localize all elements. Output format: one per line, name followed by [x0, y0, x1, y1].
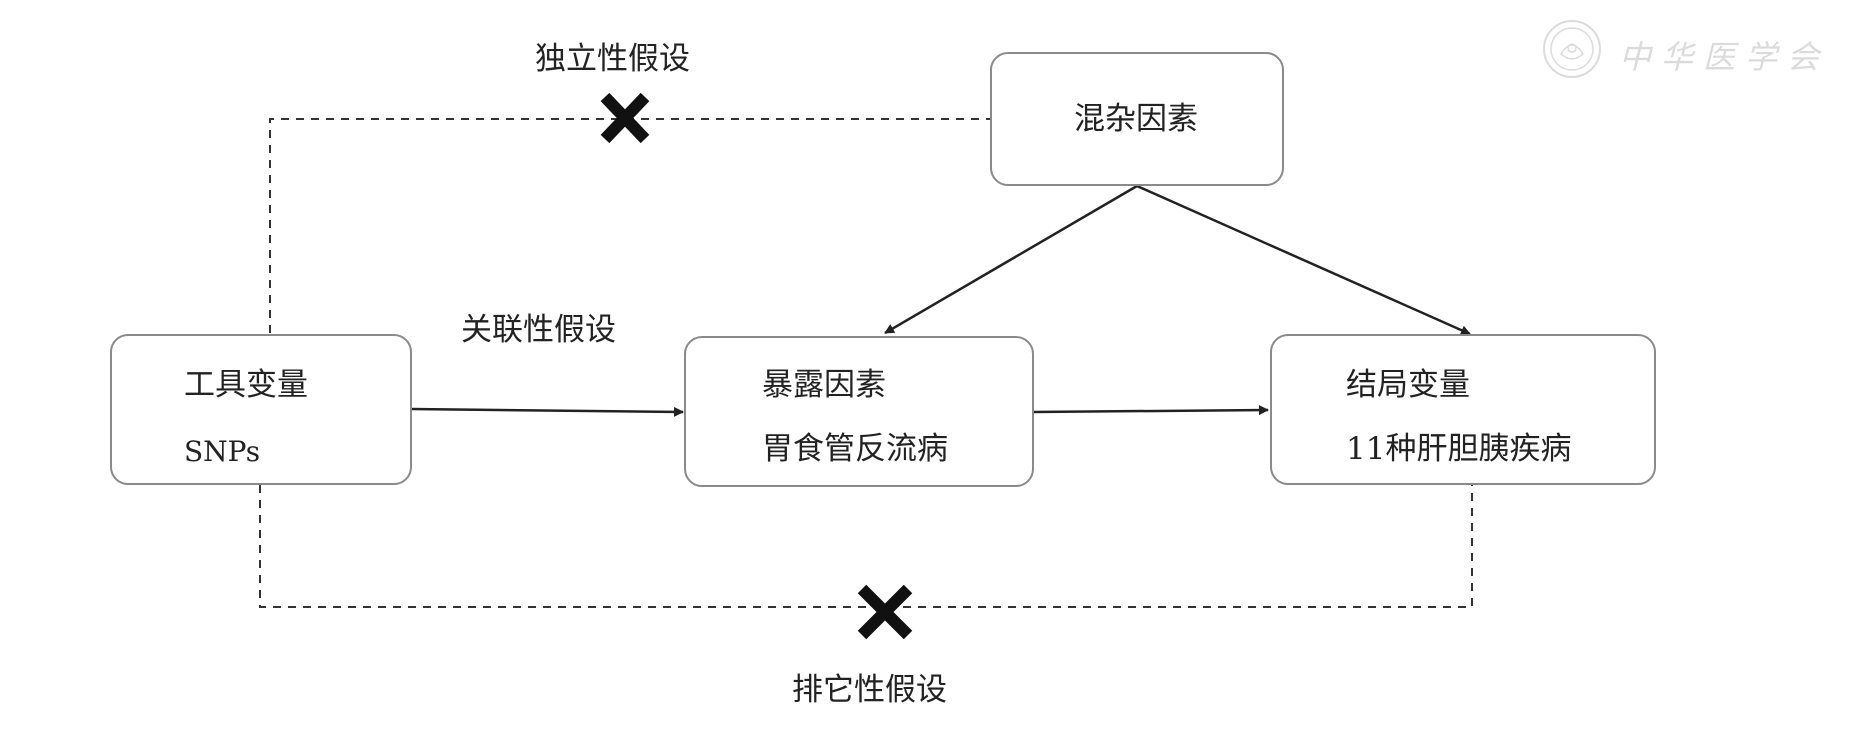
exclusion-assumption-label: 排它性假设 — [792, 672, 947, 708]
watermark-text: 中华医学会 — [1619, 38, 1830, 76]
outcome-title: 结局变量 — [1346, 367, 1470, 403]
instrument-box: 工具变量 SNPs — [110, 334, 412, 485]
publisher-watermark: 中华医学会 — [1535, 14, 1835, 84]
exclusion-cross-icon — [857, 584, 913, 640]
relevance-assumption-label: 关联性假设 — [461, 312, 616, 348]
seal-icon — [1543, 20, 1601, 78]
exclusion-dashed-line — [259, 485, 1473, 608]
outcome-subtitle: 11种肝胆胰疾病 — [1346, 431, 1572, 467]
independence-assumption-label: 独立性假设 — [535, 41, 690, 77]
independence-cross-icon — [600, 92, 650, 144]
exposure-box: 暴露因素 胃食管反流病 — [684, 336, 1034, 487]
instrument-subtitle: SNPs — [184, 435, 261, 468]
confounder-exposure-arrow — [884, 184, 1138, 335]
outcome-box: 结局变量 11种肝胆胰疾病 — [1270, 334, 1656, 485]
exposure-subtitle: 胃食管反流病 — [762, 431, 948, 467]
relevance-arrow — [410, 406, 684, 417]
exposure-title: 暴露因素 — [762, 367, 886, 403]
independence-dashed-line — [269, 118, 990, 333]
instrument-title: 工具变量 — [184, 367, 308, 403]
confounder-title: 混杂因素 — [1074, 101, 1198, 137]
exposure-outcome-arrow — [1032, 405, 1269, 416]
confounder-outcome-arrow — [1136, 184, 1471, 336]
confounder-box: 混杂因素 — [990, 52, 1284, 186]
